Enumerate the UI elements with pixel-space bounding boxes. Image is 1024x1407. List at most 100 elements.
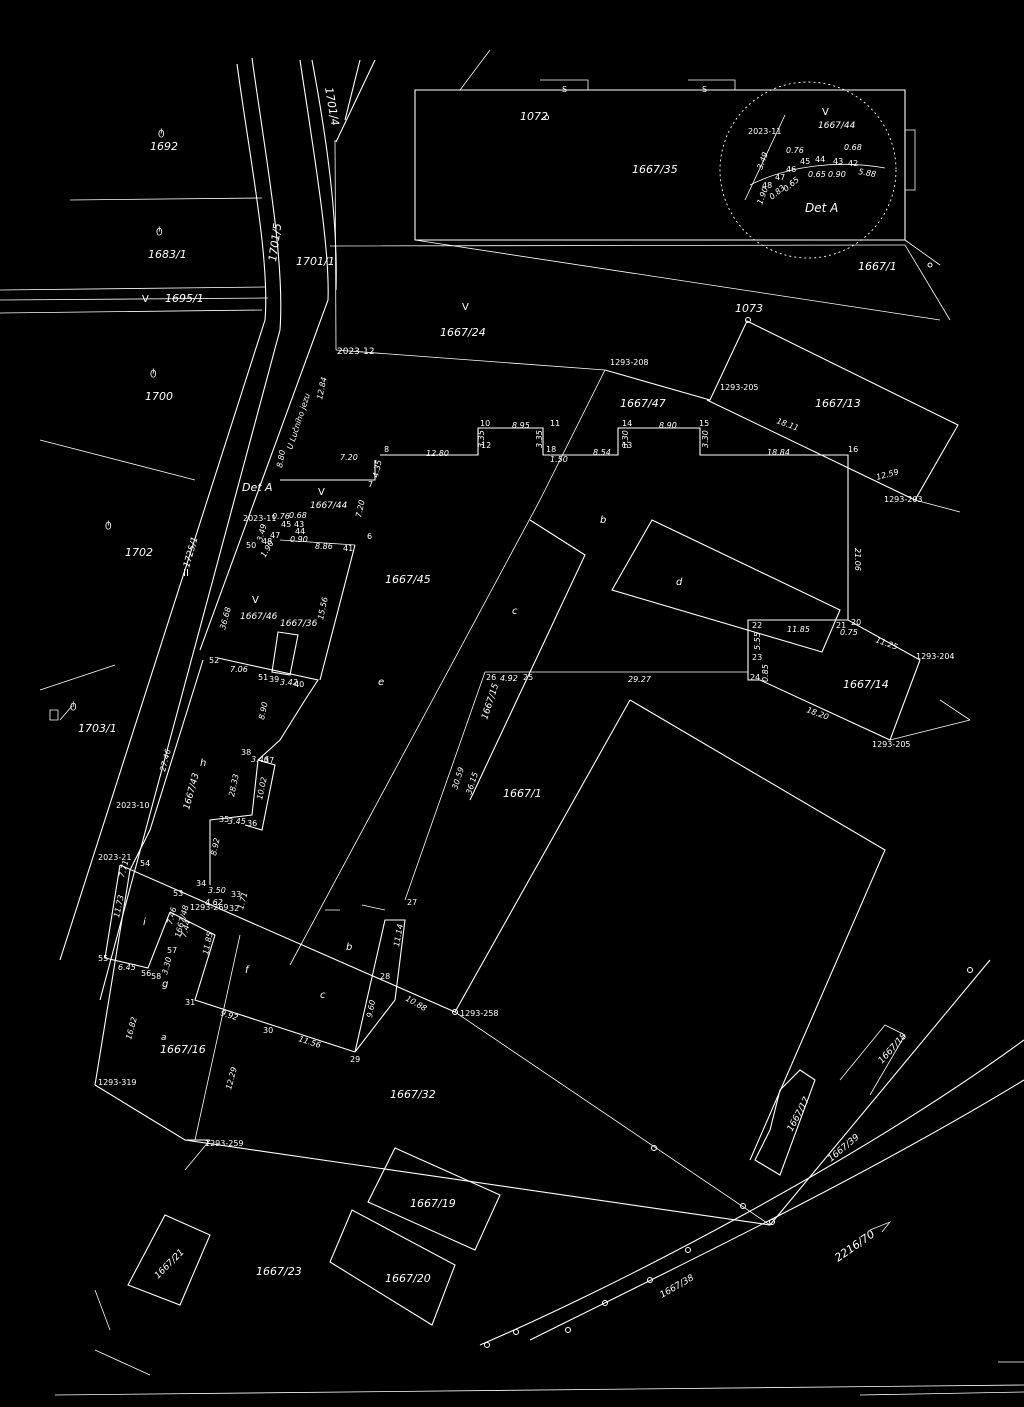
ref-2023-21: 2023-21 (98, 853, 131, 862)
point-21: 21 (836, 621, 846, 630)
measure: 5.88 (858, 167, 877, 179)
measure: 18.11 (775, 416, 800, 432)
parcel-1667-39: 1667/39 (827, 1132, 862, 1164)
measure: 3.30 (701, 430, 710, 448)
ref-1293-258: 1293-258 (460, 1009, 499, 1018)
point-12: 12 (481, 441, 491, 450)
detail-point-numbers: 45 44 43 42 47 48 46 45 43 44 47 48 (262, 155, 858, 546)
measure: 12.29 (224, 1066, 239, 1090)
measure: 3.46 (251, 755, 269, 764)
measure: 0.76 (272, 512, 290, 521)
parcel-1667-45: 1667/45 (385, 573, 431, 586)
land-use-symbol-v1: V (142, 294, 149, 305)
measure: 0.65 (808, 170, 826, 179)
measure: 10.88 (404, 994, 428, 1013)
plan-point-45: 45 (281, 520, 291, 529)
letter-a: a (161, 1033, 167, 1043)
detail-label-circle: Det A (805, 201, 838, 215)
measure: 3.49 (755, 151, 770, 171)
parcel-1667-35: 1667/35 (632, 163, 678, 176)
measure: 4.35 (371, 459, 384, 478)
ref-1293-259: 1293-259 (205, 1139, 244, 1148)
point-37: 37 (264, 756, 274, 765)
measure: 27.46 (158, 748, 173, 772)
point-16: 16 (848, 445, 858, 454)
land-use-symbol-v4: V (318, 487, 325, 498)
part-letters: b b c c d e f g h i a (143, 515, 683, 1043)
detail-point-47: 47 (775, 173, 785, 182)
parcel-1702: 1702 (125, 546, 153, 559)
measure: 7.44 (179, 919, 192, 939)
measure: 16.82 (124, 1016, 139, 1040)
letter-i: i (143, 917, 146, 928)
parcel-1667-24: 1667/24 (440, 326, 486, 339)
point-25: 25 (523, 673, 533, 682)
measure: 8.92 (209, 837, 222, 856)
measure: 8.90 (257, 701, 270, 720)
point-32: 32 (229, 904, 239, 913)
measure: 8.95 (512, 421, 530, 430)
measure: 6.45 (118, 963, 136, 972)
point-8: 8 (384, 445, 389, 454)
point-28: 28 (380, 972, 390, 981)
point-55: 55 (98, 954, 108, 963)
detail-point-45: 45 (800, 157, 810, 166)
measure: 3.49 (255, 523, 268, 543)
point-57: 57 (167, 946, 177, 955)
letter-c-bottom: c (320, 990, 326, 1001)
point-58: 58 (151, 972, 161, 981)
point-30: 30 (263, 1026, 273, 1035)
measure: 4.62 (205, 898, 223, 907)
measure: 21.06 (853, 548, 862, 571)
point-34: 34 (196, 879, 206, 888)
land-use-symbol-1: ტ (158, 127, 165, 138)
street-name: U Lučního jezu (284, 392, 312, 451)
land-use-symbol-4: ტ (105, 519, 112, 530)
ref-2023-12: 2023-12 (337, 347, 375, 357)
map-mark-s1: S (562, 85, 567, 94)
land-use-symbol-v3: V (822, 107, 829, 118)
parcel-1667-17: 1667/17 (786, 1095, 813, 1133)
map-mark-o: o (544, 113, 550, 123)
parcel-1667-16: 1667/16 (160, 1043, 206, 1056)
parcel-1667-14: 1667/14 (843, 678, 889, 691)
parcel-1667-47: 1667/47 (620, 397, 666, 410)
measure: 18.84 (767, 448, 790, 457)
ref-1293-269: 1293-269 (190, 903, 229, 912)
letter-g: g (162, 979, 168, 990)
detail-point-46: 46 (786, 165, 796, 174)
parcel-1667-19: 1667/19 (410, 1197, 456, 1210)
parcel-1667-1-top: 1667/1 (858, 260, 897, 273)
measure: 3.35 (535, 430, 544, 448)
parcel-1072: 1072 (520, 110, 548, 123)
point-41: 41 (343, 544, 353, 553)
measure: 0.68 (844, 143, 862, 152)
parcel-1667-38: 1667/38 (659, 1273, 697, 1300)
measure: 1.71 (236, 891, 249, 911)
point-22: 22 (752, 621, 762, 630)
measure: 0.76 (786, 146, 804, 155)
point-15: 15 (699, 419, 709, 428)
measure: 0.90 (290, 535, 308, 544)
land-use-symbol-3: ტ (150, 367, 157, 378)
parcel-1701-4: 1701/4 (322, 86, 342, 126)
parcel-1725-1: 1725/1 (182, 536, 200, 569)
parcel-1667-32: 1667/32 (390, 1088, 436, 1101)
parcel-1667-44-detail: 1667/44 (818, 121, 856, 131)
parcel-1073: 1073 (735, 302, 763, 315)
measure: 8.80 (275, 449, 287, 468)
measure: 9.60 (365, 999, 377, 1018)
measure: 15.56 (316, 596, 330, 620)
measure: 36.68 (218, 606, 233, 630)
measurements: 12.80 8.95 3.35 3.35 8.54 8.90 3.30 3.30… (112, 143, 899, 1091)
measure: 29.27 (628, 675, 652, 684)
point-36: 36 (247, 819, 257, 828)
measure: 7.46 (165, 906, 178, 926)
parcel-1667-23: 1667/23 (256, 1265, 302, 1278)
land-use-symbol-v5: V (252, 595, 259, 606)
parcel-1667-13: 1667/13 (815, 397, 861, 410)
parcel-2216-70: 2216/70 (832, 1228, 877, 1265)
point-54: 54 (140, 859, 150, 868)
ref-1293-208: 1293-208 (610, 358, 649, 367)
